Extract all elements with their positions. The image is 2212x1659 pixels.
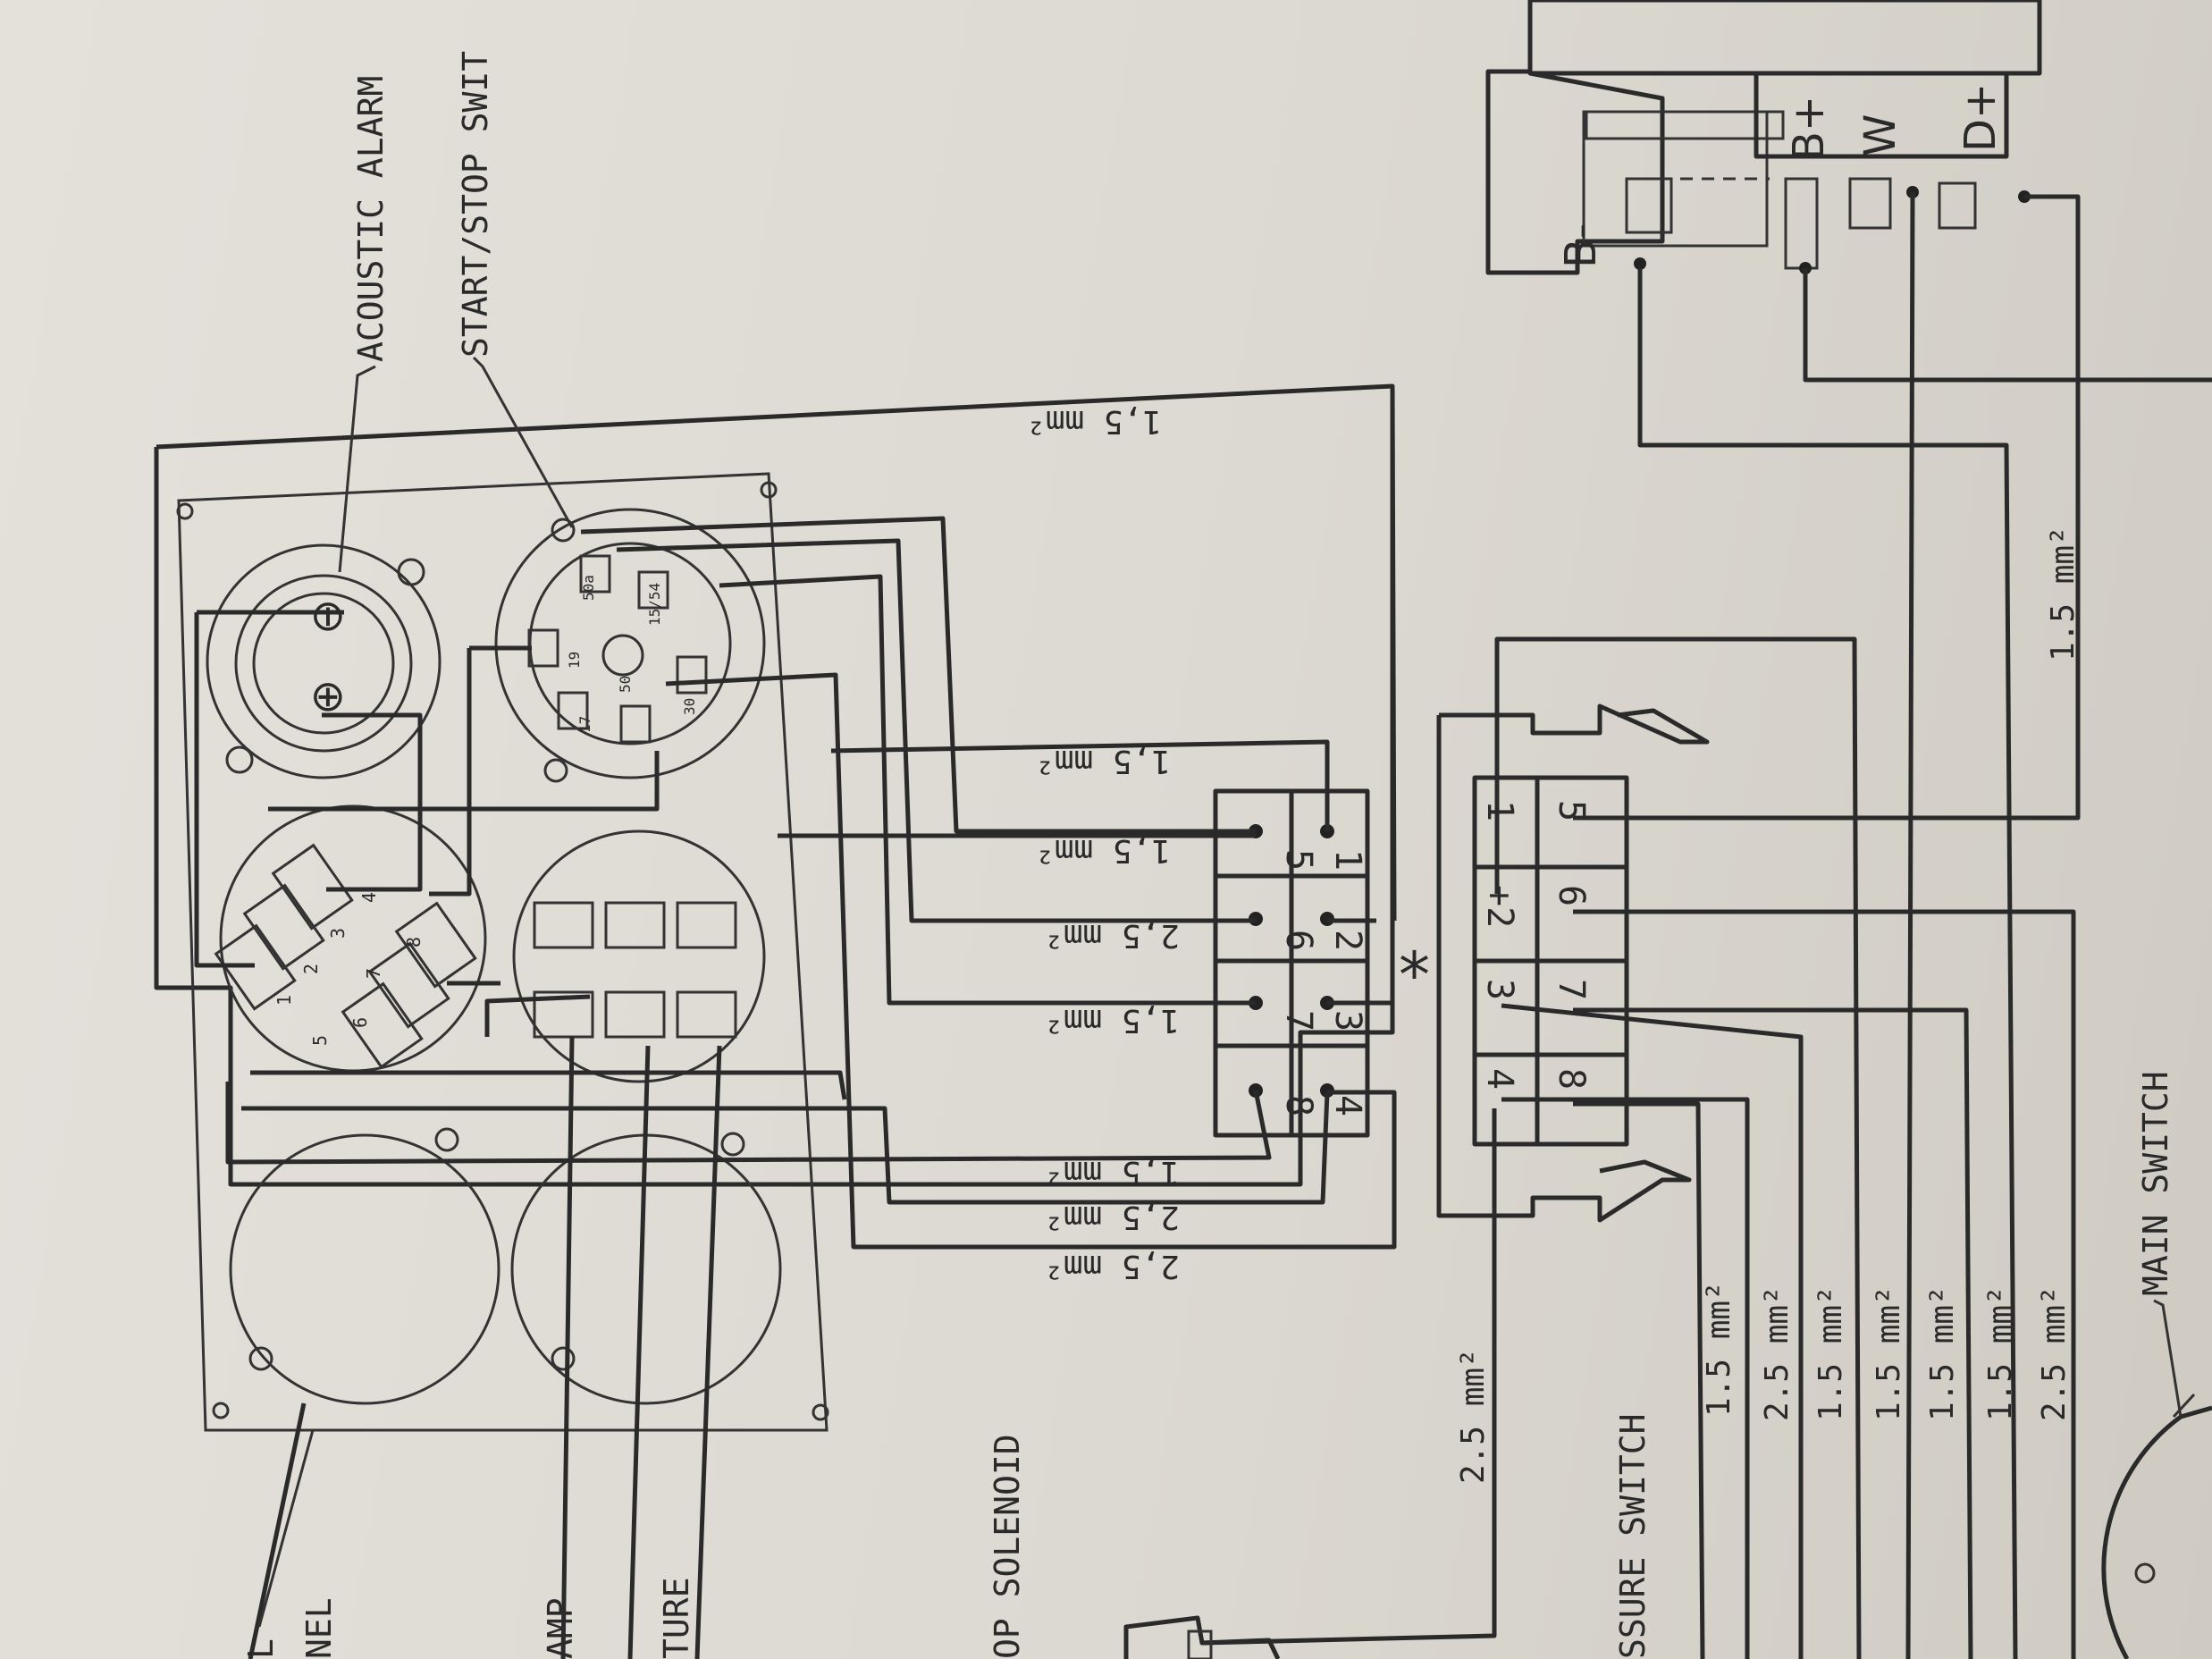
gauge-hole-left (229, 1133, 500, 1405)
switch-terminal-15-54: 15/54 (646, 583, 663, 626)
relay-pin-1: 1 (273, 995, 295, 1006)
right-conn-pin-7: 7 (1551, 979, 1592, 1000)
relay-pin-4: 4 (358, 892, 380, 903)
left-conn-pin-3: 3 (1327, 1010, 1368, 1032)
main-switch (2101, 1393, 2212, 1659)
switch-terminal-50a: 50a (580, 575, 597, 601)
relay-pin-2: 2 (300, 964, 322, 974)
right-conn-pin-4: 4 (1479, 1068, 1520, 1090)
label-panel-nel: NEL (299, 1597, 339, 1659)
relay-pin-8: 8 (403, 937, 425, 947)
gauge-right-top: 1.5 mm² (2045, 526, 2082, 661)
label-pressure-switch: SSURE SWITCH (1613, 1413, 1653, 1659)
label-acoustic-alarm: ACOUSTIC ALARM (351, 76, 391, 362)
stop-solenoid (1123, 1615, 1281, 1659)
left-conn-pin-4: 4 (1327, 1095, 1368, 1116)
left-conn-pin-6: 6 (1278, 930, 1319, 951)
gauge-top: 1,5 mm² (1026, 403, 1162, 440)
switch-terminal-50: 50 (617, 676, 634, 693)
gauge-w2: 1,5 mm² (1035, 832, 1171, 869)
right-conn-pin-8: 8 (1551, 1068, 1592, 1090)
label-panel-l: L (241, 1638, 281, 1659)
right-conn-pin-plus2: +2 (1479, 885, 1520, 928)
relay-pin-3: 3 (327, 928, 349, 939)
star-marker: * (1399, 939, 1430, 1012)
gauge-b7: 2.5 mm² (2036, 1285, 2073, 1421)
left-connector (1213, 788, 1370, 1138)
lamp-block (512, 830, 766, 1083)
switch-terminal-30: 30 (681, 698, 698, 715)
alarm-minus-symbol: ⊖ (302, 599, 352, 635)
switch-terminal-19: 19 (566, 652, 583, 669)
gauge-b2: 2.5 mm² (1759, 1285, 1796, 1421)
right-conn-pin-3: 3 (1479, 979, 1520, 1000)
right-connector (1436, 703, 1710, 1223)
panel-wiring (194, 385, 1397, 1659)
label-lamp: AMP (541, 1597, 580, 1659)
left-conn-pin-7: 7 (1278, 1010, 1319, 1032)
gauge-w3: 2,5 mm² (1044, 917, 1180, 954)
gauge-w5: 1,5 mm² (1044, 1154, 1180, 1191)
gauge-b4: 1.5 mm² (1871, 1285, 1907, 1421)
gauge-b6: 1.5 mm² (1982, 1285, 2019, 1421)
left-conn-pin-5: 5 (1278, 849, 1319, 871)
right-conn-pin-1: 1 (1479, 800, 1520, 821)
label-main-switch: MAIN SWITCH (2136, 1071, 2175, 1296)
relay-pin-7: 7 (363, 968, 384, 979)
gauge-b5: 1.5 mm² (1924, 1285, 1961, 1421)
relay-socket (214, 804, 487, 1073)
left-conn-pin-2: 2 (1327, 930, 1368, 951)
label-start-stop-switch: START/STOP SWIT (456, 51, 495, 358)
left-conn-pin-8: 8 (1278, 1095, 1319, 1116)
gauge-b3: 1.5 mm² (1812, 1285, 1849, 1421)
terminal-w: W (1855, 114, 1905, 156)
gauge-w7: 2,5 mm² (1044, 1248, 1180, 1284)
switch-terminal-17: 17 (576, 716, 593, 733)
harness-wiring (1201, 191, 2212, 1659)
gauge-solenoid: 2.5 mm² (1455, 1348, 1492, 1484)
right-conn-pin-6: 6 (1551, 885, 1592, 906)
alarm-plus-symbol: ⊕ (302, 679, 352, 715)
terminal-b-plus: B+ (1784, 96, 1834, 161)
terminal-b-minus: B- (1556, 223, 1606, 268)
terminal-d-plus: D+ (1955, 83, 2006, 152)
alternator (1485, 0, 2042, 275)
gauge-w1: 1,5 mm² (1035, 743, 1171, 779)
relay-pin-5: 5 (309, 1035, 331, 1046)
gauge-b1: 1.5 mm² (1701, 1281, 1737, 1417)
label-stop-solenoid: OP SOLENOID (988, 1434, 1027, 1659)
gauge-w4: 1,5 mm² (1044, 1002, 1180, 1039)
label-temperature: TURE (657, 1577, 696, 1659)
relay-pin-6: 6 (349, 1017, 371, 1028)
acoustic-alarm (206, 543, 442, 779)
left-conn-pin-1: 1 (1327, 849, 1368, 871)
gauge-w6: 2,5 mm² (1044, 1199, 1180, 1235)
